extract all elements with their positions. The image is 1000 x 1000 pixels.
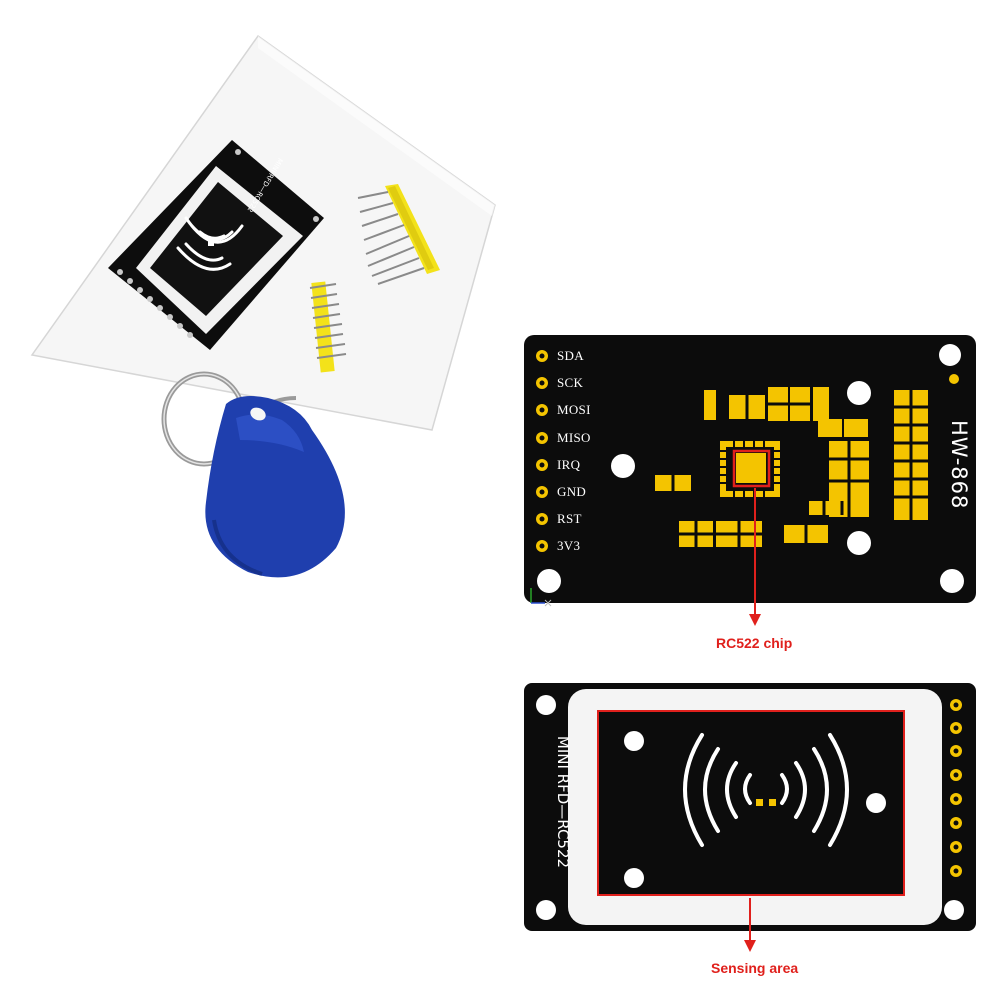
- board-model-id: HW-868: [947, 420, 971, 510]
- callout-sensing-area: Sensing area: [711, 960, 799, 976]
- pin-label-rst: RST: [557, 511, 582, 526]
- board-back: SDA SCK MOSI MISO IRQ GND RST 3V3 HW-868: [524, 335, 976, 603]
- pin-label-sck: SCK: [557, 375, 584, 390]
- pin-header-2: [309, 281, 347, 373]
- board-silkscreen: MINI RFD—RC522: [554, 735, 572, 869]
- pin-label-mosi: MOSI: [557, 402, 591, 417]
- mount-hole: [847, 531, 871, 555]
- pin-label-miso: MISO: [557, 430, 591, 445]
- rfid-wave-icon: [176, 216, 244, 271]
- mini-module-photo: [108, 140, 324, 350]
- board-front: MINI RFD—RC522: [524, 683, 976, 931]
- pin-label-3v3: 3V3: [557, 538, 581, 553]
- callout-rc522-chip: RC522 chip: [716, 635, 793, 651]
- rfid-keyfob: [205, 396, 345, 578]
- pin-label-sda: SDA: [557, 348, 584, 363]
- rfid-wave-icon: [683, 733, 849, 847]
- sensing-area-outline: [597, 710, 905, 896]
- mount-hole: [611, 454, 635, 478]
- product-photo: MINI RFD—RC522: [0, 0, 510, 620]
- mount-hole: [537, 569, 561, 593]
- pin-label-irq: IRQ: [557, 457, 581, 472]
- mount-hole: [939, 344, 961, 366]
- rc522-chip: [720, 441, 780, 497]
- pin-header-1: [357, 184, 440, 285]
- pin-label-gnd: GND: [557, 484, 587, 499]
- mount-hole: [940, 569, 964, 593]
- mount-hole: [847, 381, 871, 405]
